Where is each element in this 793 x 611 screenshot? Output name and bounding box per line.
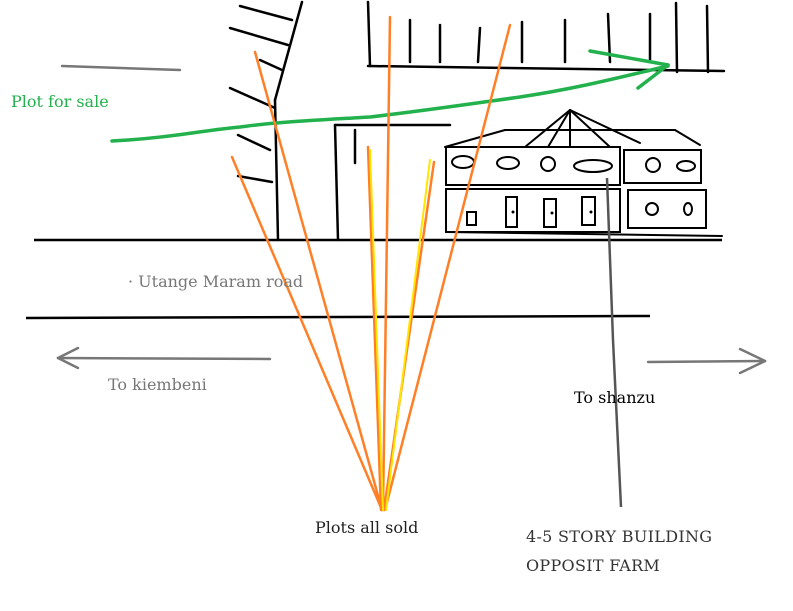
building-pointer-line [605, 177, 623, 508]
door-knobs [511, 210, 593, 215]
plot-for-sale-label: Plot for sale [11, 92, 109, 111]
arrow-to-shanzu [646, 347, 767, 375]
building-label-line2: OPPOSIT FARM [526, 556, 661, 575]
to-kiembeni-label: To kiembeni [108, 375, 207, 394]
arrow-to-kiembeni [56, 346, 272, 370]
top-right-building [366, 0, 726, 74]
house-building [444, 109, 723, 237]
building-description: 4-5 STORY BUILDING OPPOSIT FARM [526, 522, 712, 580]
plots-sold-label: Plots all sold [315, 518, 419, 537]
road-name-label: · Utange Maram road [128, 272, 304, 291]
middle-building [333, 123, 452, 242]
building-label-line1: 4-5 STORY BUILDING [526, 527, 713, 546]
gray-dash [60, 64, 182, 72]
sold-plot-lines [230, 15, 512, 512]
plot-for-sale-arrow [110, 49, 670, 143]
road-lower-edge [25, 314, 651, 320]
to-shanzu-label: To shanzu [574, 388, 656, 407]
